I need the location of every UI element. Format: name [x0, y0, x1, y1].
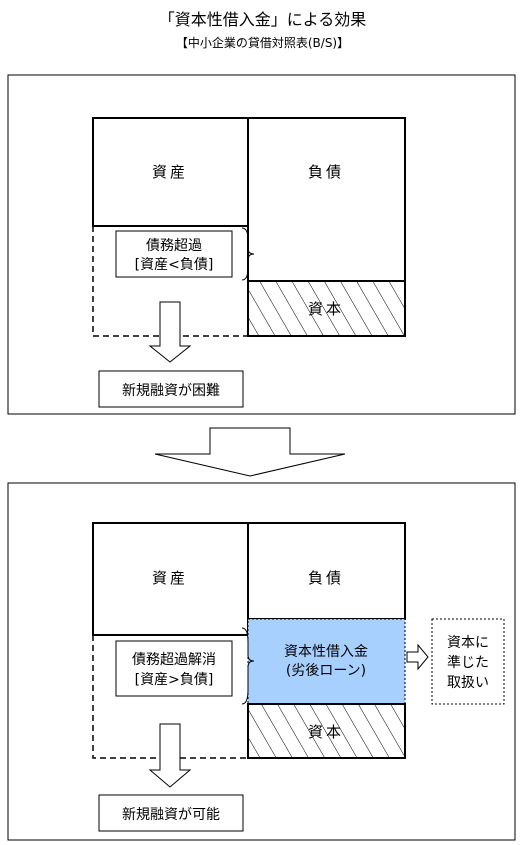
- after-panel: [7, 482, 516, 841]
- after-liabilities-label: 負債: [308, 569, 344, 587]
- after-result-box: [98, 794, 244, 832]
- after-resolved-line1: 債務超過解消: [132, 652, 216, 668]
- before-assets-block: [92, 117, 249, 227]
- after-capital-loan-line1: 資本性借入金: [284, 644, 368, 660]
- before-result-box: [98, 370, 244, 408]
- after-capital-loan-block: [247, 618, 406, 705]
- before-liabilities-label: 負債: [308, 163, 344, 181]
- after-right-arrow: [406, 643, 429, 671]
- before-insolvency-line1: 債務超過: [146, 238, 202, 254]
- transition-down-arrow: [154, 427, 346, 477]
- after-treatment-line2: 準じた: [447, 655, 489, 671]
- after-brace: [241, 627, 255, 705]
- after-resolved-box: [115, 640, 233, 697]
- before-capital-label: 資本: [308, 300, 344, 318]
- after-capital-label: 資本: [308, 723, 344, 741]
- after-capital-block: [247, 703, 406, 759]
- after-assets-label: 資産: [152, 569, 188, 587]
- page-subtitle: 【中小企業の貸借対照表(B/S)】: [175, 36, 350, 50]
- before-panel: [7, 74, 516, 415]
- after-treatment-line1: 資本に: [447, 635, 489, 651]
- after-resolved-outline: [92, 635, 248, 759]
- after-resolved-line2: [資産>負債]: [135, 672, 214, 688]
- after-down-arrow: [148, 723, 192, 788]
- before-down-arrow: [148, 301, 192, 363]
- after-result-text: 新規融資が可能: [122, 807, 220, 823]
- page-title: 「資本性借入金」による効果: [158, 10, 367, 29]
- before-brace: [241, 227, 255, 281]
- after-assets-block: [92, 522, 249, 636]
- before-result-text: 新規融資が困難: [122, 383, 220, 399]
- before-insolvency-outline: [92, 226, 248, 337]
- before-capital-block: [247, 280, 406, 337]
- before-assets-label: 資産: [152, 163, 188, 181]
- before-liabilities-block: [247, 117, 406, 282]
- after-capital-loan-line2: (劣後ローン): [286, 663, 366, 679]
- after-treatment-box: [431, 618, 505, 705]
- after-treatment-line3: 取扱い: [447, 675, 489, 691]
- before-insolvency-line2: [資産<負債]: [135, 257, 214, 273]
- before-insolvency-box: [115, 230, 233, 278]
